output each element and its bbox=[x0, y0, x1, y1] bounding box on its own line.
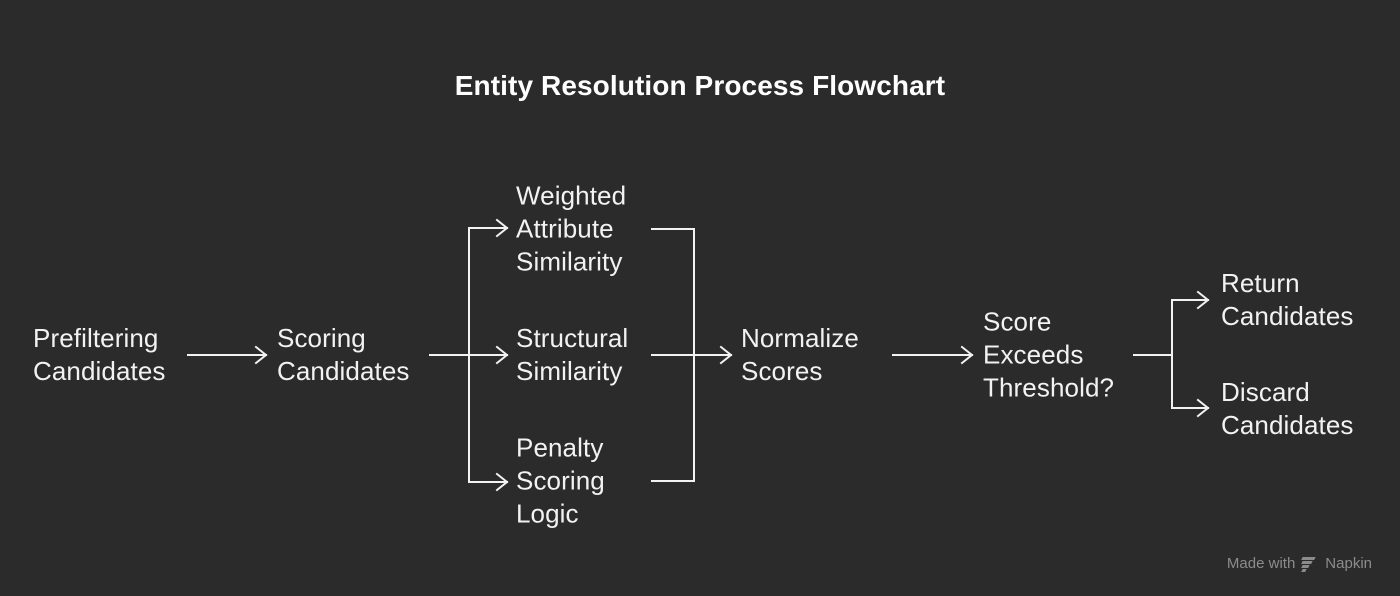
node-scoring[interactable]: Scoring Candidates bbox=[277, 323, 410, 386]
node-discard-candidates[interactable]: Discard Candidates bbox=[1221, 377, 1354, 440]
edge-branches-to-normalize bbox=[651, 228, 733, 482]
edge-prefiltering-to-scoring bbox=[187, 345, 268, 365]
page-title: Entity Resolution Process Flowchart bbox=[454, 70, 946, 101]
watermark-text: Made with bbox=[1226, 555, 1296, 572]
edge-scoring-to-branches bbox=[429, 218, 509, 492]
edge-threshold-to-outcomes bbox=[1133, 290, 1210, 418]
node-normalize-scores[interactable]: Normalize Scores bbox=[741, 323, 859, 386]
node-return-candidates[interactable]: Return Candidates bbox=[1221, 268, 1354, 331]
watermark: Made with Napkin bbox=[1227, 555, 1372, 572]
node-penalty-scoring-logic[interactable]: Penalty Scoring Logic bbox=[516, 432, 605, 529]
node-weighted-attribute-similarity[interactable]: Weighted Attribute Similarity bbox=[516, 180, 627, 277]
napkin-logo-icon bbox=[1301, 556, 1318, 572]
watermark-brand: Napkin bbox=[1325, 555, 1372, 572]
node-prefiltering[interactable]: Prefiltering Candidates bbox=[33, 323, 166, 386]
node-structural-similarity[interactable]: Structural Similarity bbox=[516, 323, 629, 386]
edge-normalize-to-threshold bbox=[892, 345, 974, 365]
node-score-exceeds-threshold[interactable]: Score Exceeds Threshold? bbox=[983, 306, 1115, 403]
